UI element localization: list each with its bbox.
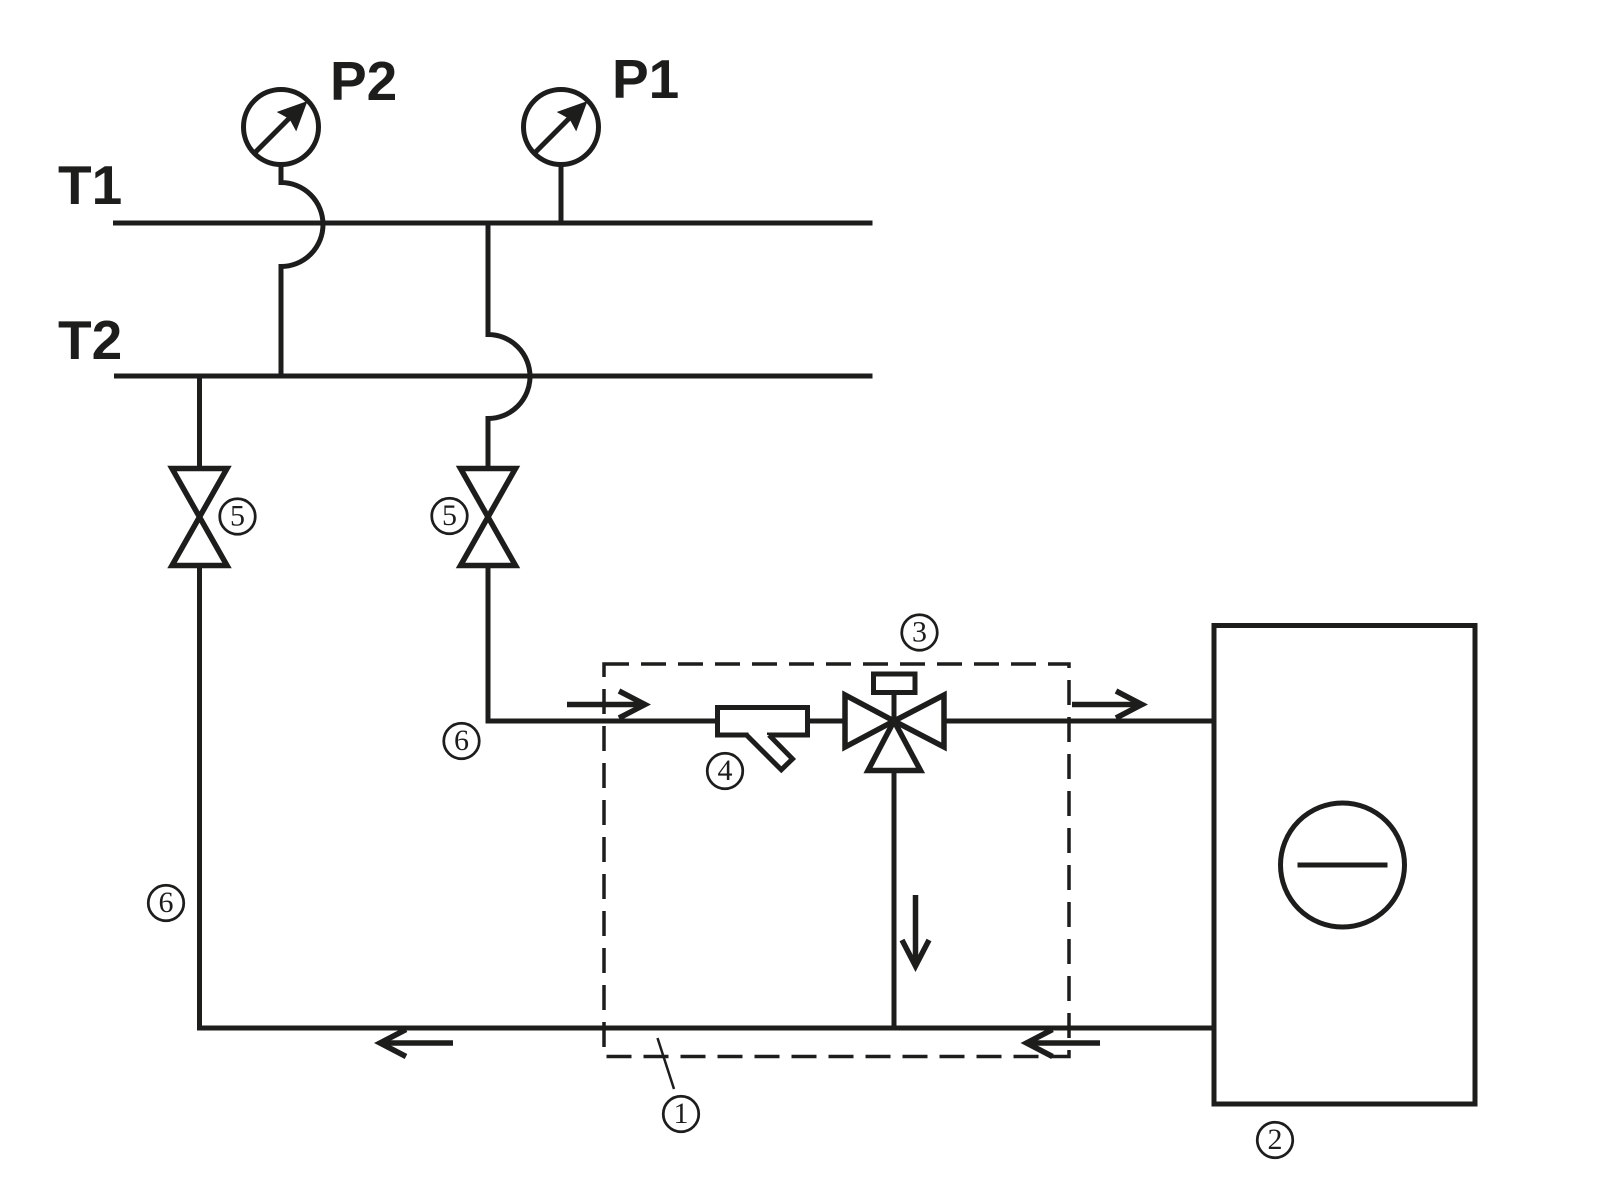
shutoff-valve-left <box>167 465 232 569</box>
three-way-valve-actuator <box>871 671 918 695</box>
callout-3: 3 <box>900 613 939 652</box>
flow-arrows <box>374 688 1148 1059</box>
callout-6-supply: 6 <box>442 721 481 761</box>
flow-arrow-bypass-down-head <box>899 938 932 972</box>
gauge-p1-needle-arrowhead <box>556 101 588 132</box>
callout-2: 2 <box>1255 1120 1295 1160</box>
callout-1-circle <box>661 1094 701 1134</box>
callout-5-left-circle <box>218 497 257 536</box>
flow-arrow-return-left-outer-head <box>374 1027 408 1059</box>
gauge-p2 <box>241 87 321 167</box>
labels: T1 T2 P2 P1 <box>58 48 679 371</box>
flow-arrow-supply-in-head <box>617 688 651 721</box>
callout-1-leader-line <box>656 1037 676 1090</box>
callout-5-right-number: 5 <box>442 499 457 532</box>
flow-arrow-return-left-inner-head <box>1020 1027 1054 1059</box>
callout-1-number: 1 <box>674 1097 689 1130</box>
strainer-drain-spout <box>744 733 797 774</box>
heat-exchanger-body <box>1211 623 1478 1107</box>
pipe-t1-drop-with-bridge <box>485 223 533 469</box>
three-way-valve-bottom-port <box>863 715 926 774</box>
callout-6-left: 6 <box>146 883 186 923</box>
gauge-p1-dial <box>521 87 601 167</box>
callout-1: 1 <box>661 1094 701 1134</box>
shutoff-valve-right <box>455 465 521 569</box>
heat-exchanger <box>1211 623 1478 1107</box>
flow-arrow-return-left-outer <box>374 1027 453 1059</box>
gauge-p1-needle <box>532 113 574 155</box>
callout-3-number: 3 <box>912 616 927 649</box>
callout-4-circle <box>705 751 745 791</box>
callout-6-left-circle <box>146 883 186 923</box>
flow-arrow-bypass-down <box>899 895 932 972</box>
pipe-left-riser-and-bottom-return <box>197 565 1214 1031</box>
callout-3-circle <box>900 613 939 652</box>
callout-5-right-circle <box>430 496 469 536</box>
callout-2-circle <box>1255 1120 1295 1160</box>
three-way-valve <box>842 671 947 774</box>
callout-6-supply-circle <box>442 721 481 761</box>
flow-arrow-supply-out-head <box>1114 688 1148 721</box>
strainer-body <box>715 705 810 738</box>
heat-exchanger-circle <box>1278 800 1407 930</box>
callout-5-right: 5 <box>430 496 469 536</box>
label-t2: T2 <box>58 309 122 371</box>
callout-2-number: 2 <box>1268 1123 1283 1156</box>
pipes <box>113 164 1214 1031</box>
mixing-unit-boundary <box>602 662 1071 1059</box>
label-p1: P1 <box>612 48 679 110</box>
label-t1: T1 <box>58 154 122 216</box>
gauge-p1 <box>521 87 601 167</box>
callouts: 5 5 6 6 3 4 1 2 <box>146 496 1295 1160</box>
label-p2: P2 <box>330 50 397 112</box>
pipe-gauge-p2-tap-with-bridge <box>278 164 326 376</box>
callout-4: 4 <box>705 751 745 791</box>
strainer <box>715 705 810 774</box>
flow-arrow-supply-out <box>1072 688 1148 721</box>
callout-6-left-number: 6 <box>159 886 174 919</box>
gauge-p2-needle-arrowhead <box>276 101 308 132</box>
callout-5-left: 5 <box>218 497 257 536</box>
three-way-valve-right-port <box>888 690 947 752</box>
flow-arrow-return-left-inner <box>1020 1027 1100 1059</box>
flow-arrow-supply-in <box>567 688 651 721</box>
three-way-valve-left-port <box>842 690 900 752</box>
callout-4-number: 4 <box>718 754 733 787</box>
callout-6-supply-number: 6 <box>454 724 469 757</box>
callout-5-left-number: 5 <box>230 500 245 533</box>
gauge-p2-needle <box>252 113 294 155</box>
gauge-p2-dial <box>241 87 321 167</box>
pipe-supply-to-strainer <box>485 565 718 724</box>
